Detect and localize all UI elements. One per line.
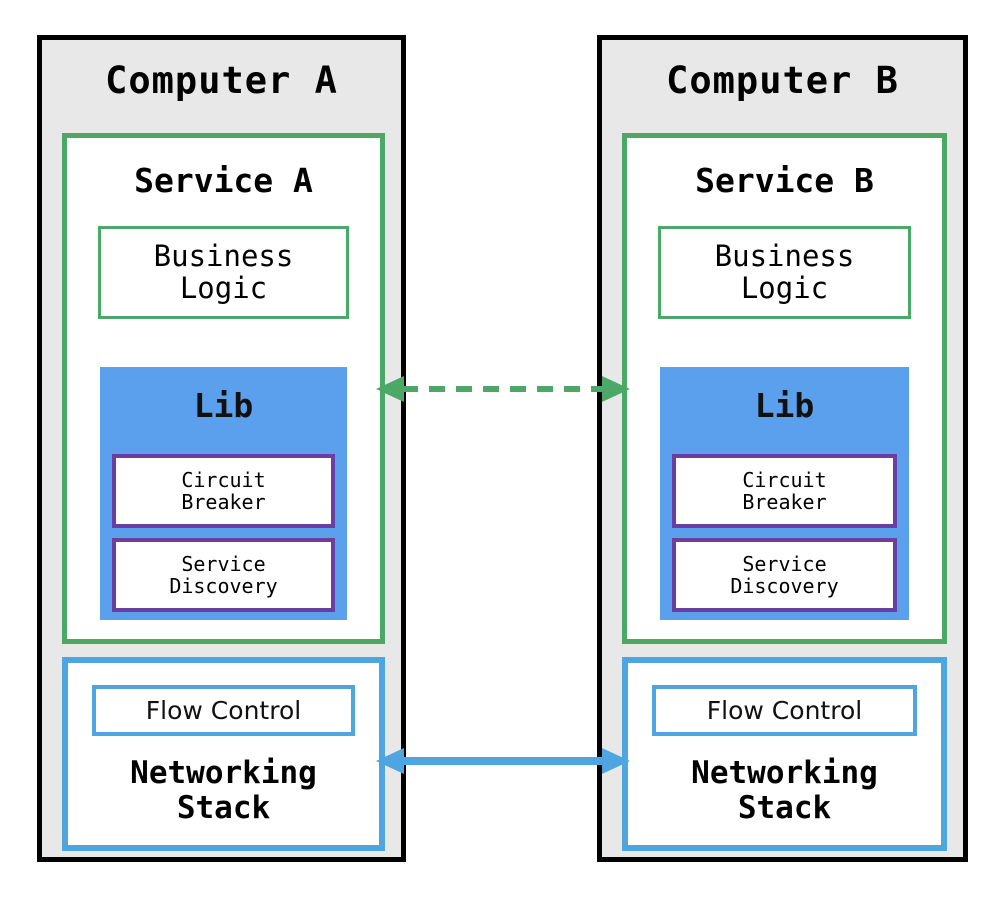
lib-title-a: Lib [193, 386, 254, 425]
flow-control-box-a: Flow Control [92, 685, 355, 736]
lib-title-b: Lib [754, 386, 815, 425]
business-logic-label-b: Business Logic [714, 239, 855, 305]
service-a-title: Service A [134, 161, 313, 200]
circuit-breaker-box-a: Circuit Breaker [112, 454, 335, 528]
networking-stack-box-a: Flow Control Networking Stack [62, 657, 385, 851]
flow-control-label-b: Flow Control [706, 696, 863, 725]
networking-stack-connector [376, 740, 630, 782]
network-connector-arrow-icon [376, 748, 630, 774]
lib-box-b: Lib Circuit Breaker Service Discovery [660, 367, 909, 620]
lib-box-a: Lib Circuit Breaker Service Discovery [100, 367, 347, 620]
networking-stack-label-b: Networking Stack [691, 755, 878, 826]
business-logic-box-b: Business Logic [658, 226, 911, 319]
flow-control-label-a: Flow Control [145, 696, 302, 725]
business-logic-label-a: Business Logic [153, 239, 294, 305]
service-b-title: Service B [695, 161, 874, 200]
business-logic-box-a: Business Logic [98, 226, 349, 319]
service-discovery-label-b: Service Discovery [730, 551, 839, 598]
computer-b-panel: Computer B Service B Business Logic Lib … [597, 35, 968, 862]
service-discovery-box-a: Service Discovery [112, 538, 335, 612]
service-discovery-label-a: Service Discovery [169, 551, 278, 598]
service-a-box: Service A Business Logic Lib Circuit Bre… [62, 133, 385, 644]
circuit-breaker-label-b: Circuit Breaker [742, 467, 827, 514]
computer-a-panel: Computer A Service A Business Logic Lib … [37, 35, 406, 862]
service-discovery-box-b: Service Discovery [672, 538, 897, 612]
service-b-box: Service B Business Logic Lib Circuit Bre… [622, 133, 947, 644]
networking-stack-label-a: Networking Stack [130, 755, 317, 826]
circuit-breaker-label-a: Circuit Breaker [181, 467, 266, 514]
computer-b-title: Computer B [666, 59, 899, 102]
flow-control-box-b: Flow Control [652, 685, 917, 736]
circuit-breaker-box-b: Circuit Breaker [672, 454, 897, 528]
lib-to-lib-connector [376, 368, 630, 410]
computer-a-title: Computer A [105, 59, 338, 102]
networking-stack-box-b: Flow Control Networking Stack [622, 657, 947, 851]
lib-connector-arrow-icon [376, 376, 630, 402]
